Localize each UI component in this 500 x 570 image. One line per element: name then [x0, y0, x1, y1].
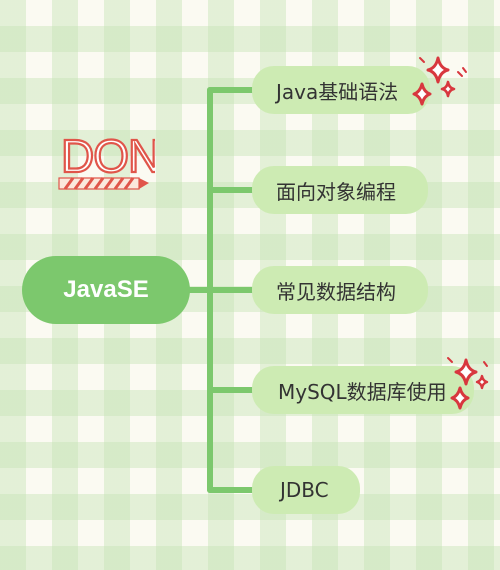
sparkle-icon: [412, 56, 467, 106]
done-sticker: DONE: [58, 129, 155, 190]
done-sticker-text: DONE: [61, 130, 155, 182]
branch-node-java-basics: Java基础语法: [252, 66, 430, 114]
branch-node-oop: 面向对象编程: [252, 166, 428, 214]
sparkle-icon: [447, 357, 489, 410]
branch-node-jdbc: JDBC: [252, 466, 360, 514]
branch-node-mysql: MySQL数据库使用: [252, 366, 474, 414]
root-node: JavaSE: [22, 256, 190, 324]
branch-node-data-structures: 常见数据结构: [252, 266, 428, 314]
